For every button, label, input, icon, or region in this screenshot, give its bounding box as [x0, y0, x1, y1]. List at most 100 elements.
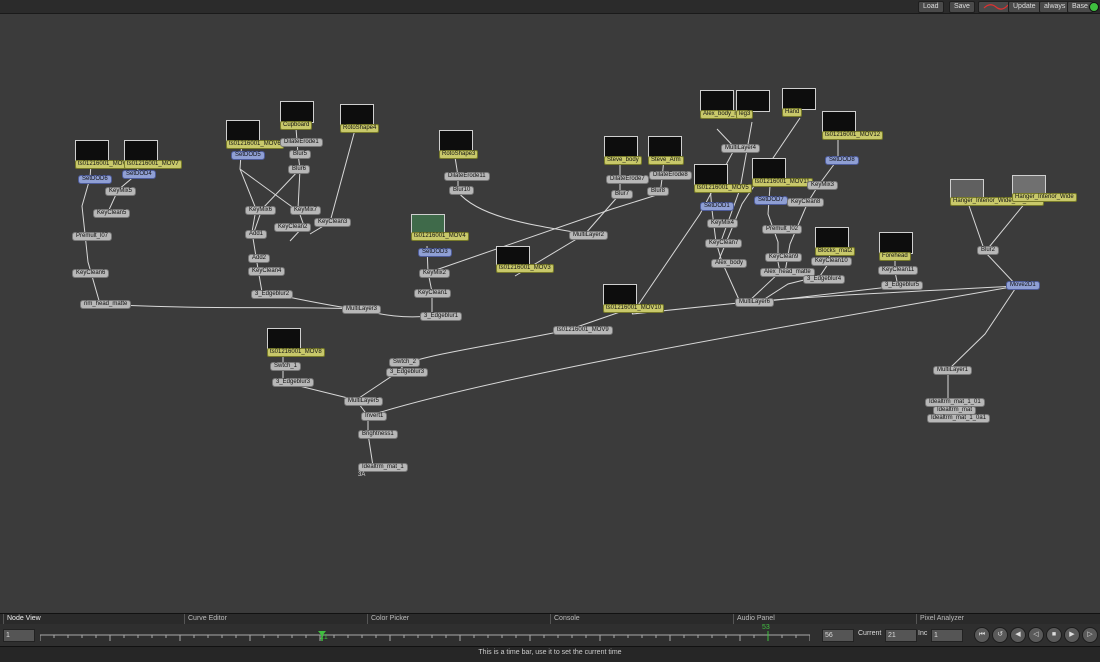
graph-node[interactable]: KeyMix4	[707, 219, 739, 228]
graph-node[interactable]: SetDOD6	[78, 175, 112, 184]
tab-curve-editor[interactable]: Curve Editor	[184, 614, 227, 624]
graph-node[interactable]: Idealtrm_mat_1	[358, 463, 408, 472]
graph-node[interactable]: Blur7	[611, 190, 634, 199]
update-button[interactable]: Update	[1008, 1, 1041, 13]
graph-node[interactable]: KeyMix6	[245, 206, 277, 215]
graph-node[interactable]: KeyMix2	[419, 269, 451, 278]
graph-node[interactable]: SetDOD8	[825, 156, 859, 165]
graph-node[interactable]: Add1	[245, 230, 268, 239]
graph-node[interactable]: DilateErode7	[606, 175, 649, 184]
graph-node[interactable]: SetDOD4	[122, 170, 156, 179]
graph-node[interactable]: Invert1	[361, 412, 388, 421]
read-node-thumbnail[interactable]: Hanger_Interior_Wide_No_Sides	[950, 179, 1045, 206]
read-node-thumbnail[interactable]: ts01216001_MOV8	[267, 328, 325, 357]
tab-console[interactable]: Console	[550, 614, 580, 624]
end-frame-field[interactable]: 56	[822, 629, 854, 642]
node-view-canvas[interactable]: ts01216001_MOV5 ts01216001_MOV7 ts012160…	[0, 14, 1100, 612]
roto-node-thumbnail[interactable]: RotoShape4	[340, 104, 380, 133]
graph-node[interactable]: KeyClean4	[248, 267, 286, 276]
graph-node[interactable]: KeyMix7	[290, 206, 322, 215]
read-node-thumbnail[interactable]: ts01216001_MOV12	[822, 111, 884, 140]
graph-node[interactable]: KeyClean3	[314, 218, 352, 227]
read-node-thumbnail[interactable]: Hanger_Interior_Wide	[1012, 175, 1077, 202]
graph-node[interactable]: Blur8	[647, 187, 670, 196]
load-button[interactable]: Load	[918, 1, 944, 13]
graph-node[interactable]: Idealtrm_mat_1_0a1	[927, 414, 991, 423]
time-slider[interactable]	[39, 631, 811, 641]
graph-node[interactable]: Swtch_1	[270, 362, 302, 371]
graph-node[interactable]: KeyClean7	[705, 239, 743, 248]
graph-node[interactable]: KeyClean5	[93, 209, 131, 218]
tab-pixel-analyzer[interactable]: Pixel Analyzer	[916, 614, 964, 624]
graph-node[interactable]: Brightness1	[358, 430, 398, 439]
read-node-thumbnail[interactable]: ts01216001_MOV11	[752, 158, 813, 187]
graph-node[interactable]: rim_head_matte	[80, 300, 132, 309]
graph-node[interactable]: KeyMix3	[807, 181, 839, 190]
graph-node[interactable]: KeyClean2	[274, 223, 312, 232]
current-time-marker[interactable]	[318, 631, 326, 636]
graph-node[interactable]: MultiLayer6	[735, 298, 775, 307]
play-icon[interactable]: ▶	[1064, 627, 1080, 643]
read-node-thumbnail[interactable]: ts01216001_MOV10	[603, 284, 665, 313]
graph-node[interactable]: DilateErode1	[280, 138, 323, 147]
start-frame-field[interactable]: 1	[3, 629, 35, 642]
graph-node[interactable]: KeyClean6	[72, 269, 110, 278]
read-node-thumbnail[interactable]: ts01216001_MOV5	[75, 140, 133, 169]
graph-node[interactable]: KeyClean8	[787, 198, 825, 207]
play-back-icon[interactable]: ◀	[1010, 627, 1026, 643]
read-node-thumbnail[interactable]: ts01216001_MOV5	[694, 164, 752, 193]
current-frame-field[interactable]: 21	[885, 629, 917, 642]
read-node-thumbnail[interactable]: ts01216001_MOV6	[226, 120, 284, 149]
graph-node[interactable]: MultiLayer2	[569, 231, 609, 240]
graph-node[interactable]: KeyClean11	[878, 266, 919, 275]
read-node-thumbnail[interactable]: ts01216001_MOV3	[496, 246, 554, 273]
roto-node-thumbnail[interactable]: leg3	[736, 90, 770, 119]
tab-node-view[interactable]: Node View	[3, 614, 41, 624]
graph-node[interactable]: Alex_body	[711, 259, 748, 268]
graph-node[interactable]: 3_Edgeblur3	[386, 368, 429, 377]
tab-color-picker[interactable]: Color Picker	[367, 614, 409, 624]
graph-node[interactable]: 3_Edgeblur1	[420, 312, 463, 321]
graph-node[interactable]: Swtch_2	[389, 358, 421, 367]
graph-node[interactable]: Add2	[248, 254, 271, 263]
step-back-icon[interactable]: ↺	[992, 627, 1008, 643]
graph-node[interactable]: SetDOD1	[700, 202, 734, 211]
roto-node-thumbnail[interactable]: Steve_body	[604, 136, 642, 165]
graph-node[interactable]: KeyMix5	[105, 187, 137, 196]
graph-node[interactable]: Move2D1	[1006, 281, 1040, 290]
update-mode-dropdown[interactable]: always	[1039, 1, 1071, 13]
roto-node-thumbnail[interactable]: Forehead	[879, 232, 913, 261]
rewind-icon[interactable]: ⏮	[974, 627, 990, 643]
graph-node[interactable]: MultiLayer1	[933, 366, 973, 375]
graph-node[interactable]: 3_Edgeblur4	[803, 275, 846, 284]
read-node-thumbnail[interactable]: ts01216001_MOV4	[411, 214, 469, 241]
graph-node[interactable]: Blur10	[449, 186, 475, 195]
graph-node[interactable]: Blur2	[977, 246, 1000, 255]
roto-node-thumbnail[interactable]: Cupboard	[280, 101, 314, 130]
graph-node[interactable]: SetDOD5	[231, 151, 265, 160]
graph-node[interactable]: ts01216001_MOV9	[553, 326, 613, 335]
roto-node-thumbnail[interactable]: Alex_body_ro	[700, 90, 743, 119]
roto-node-thumbnail[interactable]: Hand	[782, 88, 816, 117]
read-node-thumbnail[interactable]: ts01216001_MOV7	[124, 140, 182, 169]
roto-node-thumbnail[interactable]: Blocks_mat2	[815, 227, 856, 256]
graph-node[interactable]: Alex_head_matte	[760, 268, 815, 277]
next-icon[interactable]: ▷	[1082, 627, 1098, 643]
graph-node[interactable]: Premult_l02	[762, 225, 803, 234]
graph-node[interactable]: DilateErode11	[444, 172, 490, 181]
graph-node[interactable]: DilateErode8	[649, 171, 692, 180]
graph-node[interactable]: Premult_l07	[72, 232, 113, 241]
increment-field[interactable]: 1	[931, 629, 963, 642]
graph-node[interactable]: KeyClean9	[765, 253, 803, 262]
roto-node-thumbnail[interactable]: RotoShape3	[439, 130, 479, 159]
graph-node[interactable]: MultiLayer3	[342, 305, 382, 314]
stop-icon[interactable]: ■	[1046, 627, 1062, 643]
graph-node[interactable]: MultiLayer4	[721, 144, 761, 153]
graph-node[interactable]: MultiLayer5	[344, 397, 384, 406]
graph-node[interactable]: SetDOD3	[418, 248, 452, 257]
graph-node[interactable]: 3_Edgeblur3	[272, 378, 315, 387]
prev-icon[interactable]: ◁	[1028, 627, 1044, 643]
graph-node[interactable]: 3_Edgeblur5	[881, 281, 924, 290]
graph-node[interactable]: KeyClean10	[811, 257, 852, 266]
graph-node[interactable]: Blur5	[289, 150, 312, 159]
